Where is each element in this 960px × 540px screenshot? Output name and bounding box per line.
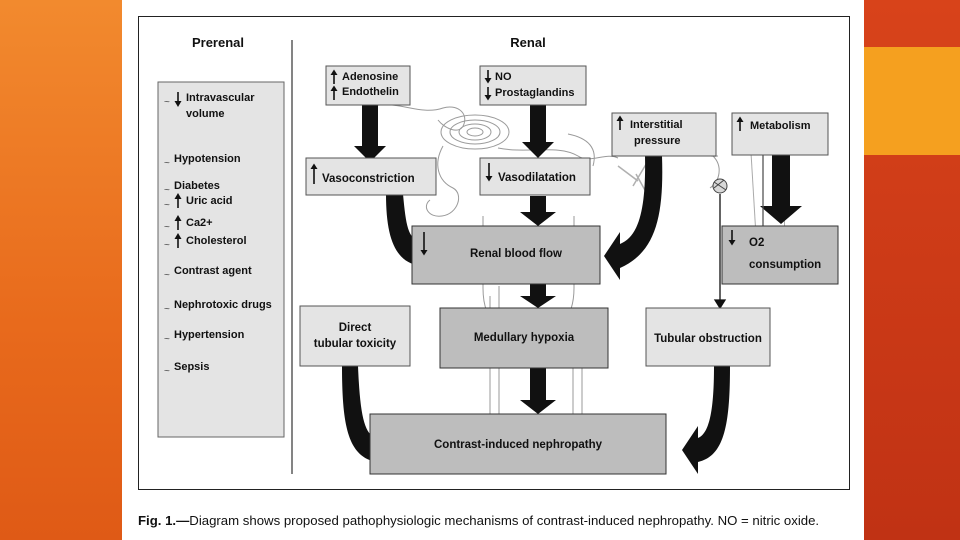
- node-tubular-obstruction: Tubular obstruction: [645, 307, 771, 367]
- prerenal-item: ~ Cholesterol: [164, 233, 247, 251]
- figure-caption: Fig. 1.—Diagram shows proposed pathophys…: [138, 513, 858, 528]
- down-arrow-icon: [484, 70, 492, 101]
- node-adenosine-endothelin: Adenosine Endothelin: [325, 65, 411, 106]
- arrow-adenosine-to-vasoconstriction: [354, 105, 386, 162]
- node-interstitial-line1: Interstitial: [630, 119, 683, 131]
- node-adenosine-line2: Endothelin: [342, 86, 399, 98]
- bullet-tilde: ~: [164, 222, 170, 233]
- bullet-tilde: ~: [164, 185, 170, 196]
- prerenal-item: ~ Intravascular volume: [164, 92, 255, 120]
- up-arrow-icon: [736, 116, 744, 131]
- prerenal-item-label: Nephrotoxic drugs: [174, 299, 272, 311]
- prerenal-item-label: Sepsis: [174, 361, 209, 373]
- prerenal-item-label: Cholesterol: [186, 235, 247, 247]
- bullet-tilde: ~: [164, 366, 170, 377]
- caption-label: Fig. 1.—: [138, 513, 190, 528]
- up-arrow-icon: [330, 69, 338, 100]
- bullet-tilde: ~: [164, 270, 170, 281]
- bullet-tilde: ~: [164, 334, 170, 345]
- bullet-tilde: ~: [164, 200, 170, 211]
- node-no-line2: Prostaglandins: [495, 87, 574, 99]
- arrow-interstitial-to-rbf: [604, 156, 663, 280]
- node-vasoconstriction-label: Vasoconstriction: [322, 173, 415, 185]
- down-arrow-icon: [174, 92, 182, 107]
- arrow-no-to-vasodilatation: [522, 105, 554, 158]
- node-obstruction-label: Tubular obstruction: [654, 333, 762, 345]
- arrow-rbf-to-medullary: [520, 284, 556, 308]
- up-arrow-icon: [174, 215, 182, 230]
- prerenal-item: ~ Ca2+: [164, 215, 213, 233]
- pathophysiology-diagram: Prerenal Renal ~ Intravascular volume ~ Hypo…: [138, 16, 850, 490]
- down-arrow-icon: [728, 230, 736, 246]
- node-toxicity-line1: Direct: [339, 322, 372, 334]
- prerenal-item: ~ Hypertension: [164, 329, 245, 345]
- prerenal-item: ~ Sepsis: [164, 361, 209, 377]
- arrow-vasodilatation-to-rbf: [520, 196, 556, 226]
- arrow-obstruction-to-cin: [682, 366, 730, 474]
- node-direct-tubular-toxicity: Direct tubular toxicity: [299, 305, 411, 367]
- arrow-medullary-to-cin: [520, 368, 556, 414]
- prerenal-item: ~ Contrast agent: [164, 265, 252, 281]
- node-interstitial-pressure: Interstitial pressure: [611, 112, 717, 157]
- down-arrow-icon: [420, 232, 428, 256]
- slide-accent-bar: [864, 47, 960, 155]
- node-adenosine-line1: Adenosine: [342, 71, 398, 83]
- bullet-tilde: ~: [164, 240, 170, 251]
- prerenal-item-label: Diabetes: [174, 180, 220, 192]
- up-arrow-icon: [174, 193, 182, 208]
- prerenal-item-label: Intravascular: [186, 92, 255, 104]
- node-vasodilatation-label: Vasodilatation: [498, 172, 576, 184]
- node-vasoconstriction: Vasoconstriction: [305, 157, 437, 196]
- prerenal-factor-list: ~ Intravascular volume ~ Hypotension ~ Diabete…: [164, 92, 272, 377]
- header-renal: Renal: [510, 35, 545, 50]
- up-arrow-icon: [616, 115, 624, 130]
- slide-background-left: [0, 0, 122, 540]
- node-o2-line1: O2: [749, 237, 764, 249]
- prerenal-item-label: Hypertension: [174, 329, 245, 341]
- up-arrow-icon: [174, 233, 182, 248]
- node-medullary-hypoxia: Medullary hypoxia: [439, 307, 609, 369]
- node-metabolism-label: Metabolism: [750, 120, 811, 132]
- caption-text: Diagram shows proposed pathophysiologic …: [189, 513, 820, 528]
- bullet-tilde: ~: [164, 158, 170, 169]
- node-interstitial-line2: pressure: [634, 135, 680, 147]
- node-contrast-induced-nephropathy: Contrast-induced nephropathy: [369, 413, 667, 475]
- node-cin-label: Contrast-induced nephropathy: [434, 439, 603, 451]
- node-vasodilatation: Vasodilatation: [479, 157, 591, 196]
- node-o2-consumption: O2 consumption: [721, 225, 839, 285]
- prerenal-item-label: Contrast agent: [174, 265, 252, 277]
- node-metabolism: Metabolism: [731, 112, 829, 156]
- prerenal-item-label: volume: [186, 108, 225, 120]
- node-o2-line2: consumption: [749, 259, 821, 271]
- nephron-illustration: [373, 104, 787, 426]
- node-no-line1: NO: [495, 71, 512, 83]
- node-rbf-label: Renal blood flow: [470, 248, 562, 260]
- header-prerenal: Prerenal: [192, 35, 244, 50]
- up-arrow-icon: [310, 163, 318, 184]
- bullet-tilde: ~: [164, 97, 170, 108]
- arrow-metabolism-to-o2: [760, 155, 802, 224]
- prerenal-item: ~ Nephrotoxic drugs: [164, 299, 272, 315]
- figure-panel: Prerenal Renal ~ Intravascular volume ~ Hypo…: [122, 0, 864, 540]
- prerenal-item: ~ Uric acid: [164, 193, 232, 211]
- prerenal-item: ~ Hypotension: [164, 153, 241, 169]
- down-arrow-icon: [485, 163, 493, 182]
- prerenal-item-label: Hypotension: [174, 153, 241, 165]
- node-renal-blood-flow: Renal blood flow: [411, 225, 601, 285]
- node-no-prostaglandins: NO Prostaglandins: [479, 65, 587, 106]
- prerenal-item: ~ Diabetes: [164, 180, 220, 196]
- node-medullary-label: Medullary hypoxia: [474, 332, 575, 344]
- prerenal-item-label: Ca2+: [186, 217, 213, 229]
- prerenal-item-label: Uric acid: [186, 195, 232, 207]
- bullet-tilde: ~: [164, 304, 170, 315]
- node-toxicity-line2: tubular toxicity: [314, 338, 397, 350]
- prerenal-list-box: [157, 81, 285, 438]
